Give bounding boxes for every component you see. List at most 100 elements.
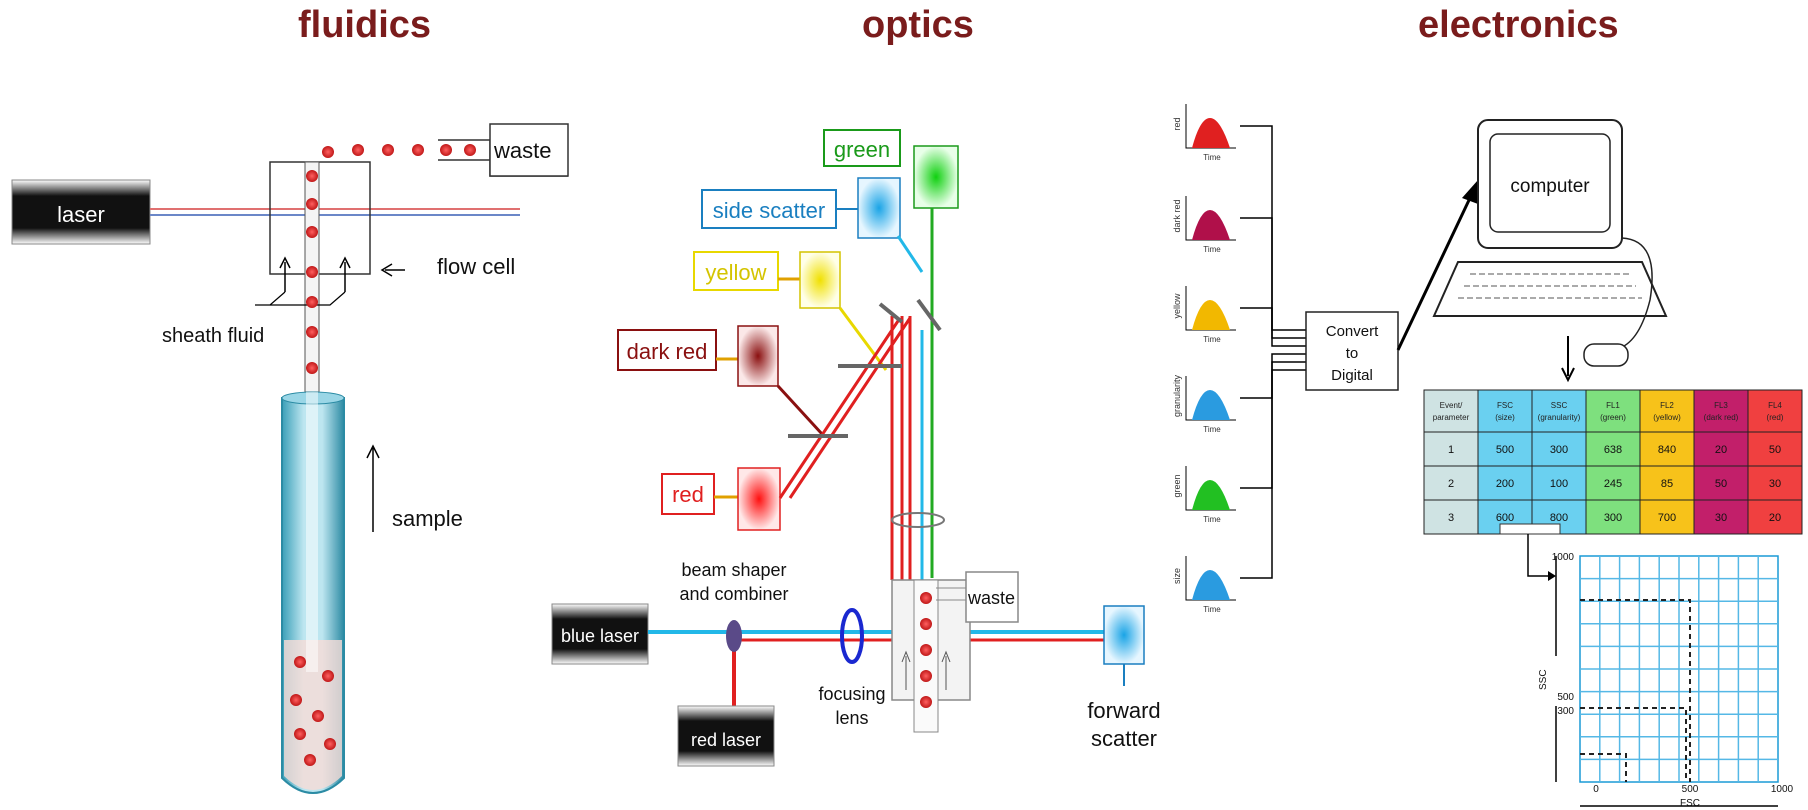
table-cell: 700	[1639, 499, 1695, 535]
pulse-label: dark red	[1172, 199, 1182, 232]
convert-label-1: Convert	[1326, 323, 1379, 340]
convert-box	[1305, 311, 1399, 391]
y-tick-500: 500	[1557, 692, 1574, 703]
convert-label-2: to	[1346, 345, 1359, 362]
pulse-label: red	[1172, 117, 1182, 130]
table-cell: 50	[1693, 465, 1749, 501]
dark-red-label-box	[617, 329, 717, 371]
table-cell: 3	[1423, 499, 1479, 535]
table-header-cell: FSC (size)	[1477, 389, 1533, 433]
forward-scatter-detector	[1103, 605, 1145, 665]
svg-text:FSC: FSC	[1497, 401, 1513, 410]
yellow-detector	[799, 251, 841, 309]
x-axis-label: FSC	[1680, 798, 1700, 809]
blue-laser-label: blue laser	[561, 626, 639, 646]
time-label: Time	[1203, 605, 1221, 614]
svg-text:30: 30	[1769, 478, 1781, 490]
svg-text:50: 50	[1769, 444, 1781, 456]
beam-combiner	[726, 620, 742, 652]
table-cell: 840	[1639, 431, 1695, 467]
fluidics-title: fluidics	[298, 4, 432, 46]
svg-text:(dark red): (dark red)	[1704, 413, 1739, 422]
pulse-label: green	[1172, 474, 1182, 497]
data-table: Event/parameter FSC (size) SSC(granularity)…	[1423, 389, 1803, 535]
sheath-arrow-right	[339, 256, 351, 292]
svg-text:2: 2	[1448, 478, 1454, 490]
scatter-plot: 1000 500 300 SSC 0 500 1000 FSC	[1538, 552, 1794, 809]
svg-text:50: 50	[1715, 478, 1727, 490]
svg-text:FL4: FL4	[1768, 401, 1782, 410]
table-header-cell: FL3 (dark red)	[1693, 389, 1749, 433]
svg-text:85: 85	[1661, 478, 1673, 490]
svg-text:100: 100	[1550, 478, 1568, 490]
beam-shaper-label-2: and combiner	[679, 584, 788, 604]
svg-text:FL3: FL3	[1714, 401, 1728, 410]
sheath-arrow-left	[279, 256, 291, 292]
fluidics-laser: laser	[11, 179, 151, 245]
optics-section: green side scatter yellow dark red red	[551, 129, 1161, 767]
table-cell: 30	[1693, 499, 1749, 535]
to-table-arrow	[1561, 336, 1575, 383]
svg-text:800: 800	[1550, 512, 1568, 524]
time-label: Time	[1203, 153, 1221, 162]
optics-title: optics	[862, 4, 974, 46]
red-label-box	[661, 473, 715, 515]
table-cell: 200	[1477, 465, 1533, 501]
x-tick-500: 500	[1682, 784, 1699, 795]
forward-scatter-label-1: forward	[1087, 698, 1160, 723]
table-cell: 100	[1531, 465, 1587, 501]
svg-text:(granularity): (granularity)	[1538, 413, 1581, 422]
fluidics-waste-label: waste	[493, 138, 551, 163]
yellow-label-box	[693, 251, 779, 291]
y-axis-label: SSC	[1538, 669, 1549, 690]
svg-text:20: 20	[1769, 512, 1781, 524]
side-scatter-label: side scatter	[713, 198, 826, 223]
focusing-lens	[840, 608, 864, 664]
red-label: red	[672, 482, 704, 507]
svg-text:600: 600	[1496, 512, 1514, 524]
stream-beads	[306, 144, 476, 374]
red-detector	[737, 467, 781, 531]
red-laser-label: red laser	[691, 730, 761, 750]
side-scatter-detector	[857, 177, 901, 239]
svg-text:(yellow): (yellow)	[1653, 413, 1681, 422]
focusing-label-1: focusing	[818, 684, 885, 704]
y-tick-300: 300	[1557, 706, 1574, 717]
table-cell: 50	[1747, 431, 1803, 467]
blue-laser: blue laser	[551, 603, 649, 665]
table-header-cell: FL2(yellow)	[1639, 389, 1695, 433]
flow-cell-arrow	[380, 263, 405, 277]
red-laser: red laser	[677, 705, 775, 767]
optical-paths	[776, 208, 945, 580]
green-label-box	[823, 129, 901, 167]
table-header-cell: SSC(granularity)	[1531, 389, 1587, 433]
table-cell: 30	[1747, 465, 1803, 501]
dark-red-label: dark red	[627, 339, 708, 364]
to-computer-arrow	[1396, 197, 1472, 351]
svg-text:(size): (size)	[1495, 413, 1515, 422]
svg-text:FL1: FL1	[1606, 401, 1620, 410]
x-tick-0: 0	[1593, 784, 1599, 795]
flow-cell-label: flow cell	[437, 254, 515, 279]
svg-text:500: 500	[1496, 444, 1514, 456]
table-cell: 2	[1423, 465, 1479, 501]
x-tick-1000: 1000	[1771, 784, 1794, 795]
pulse-label: granularity	[1172, 374, 1182, 417]
flow-cell-box	[269, 161, 371, 275]
forward-scatter-label-2: scatter	[1091, 726, 1157, 751]
svg-text:300: 300	[1550, 444, 1568, 456]
sample-tube	[281, 391, 345, 794]
table-header-cell: Event/parameter	[1423, 389, 1479, 433]
sheath-fluid-label: sheath fluid	[162, 325, 264, 347]
table-cell: 300	[1531, 431, 1587, 467]
time-label: Time	[1203, 515, 1221, 524]
convert-label-3: Digital	[1331, 367, 1373, 384]
optics-waste-label: waste	[967, 588, 1015, 608]
laser-label: laser	[57, 202, 105, 227]
